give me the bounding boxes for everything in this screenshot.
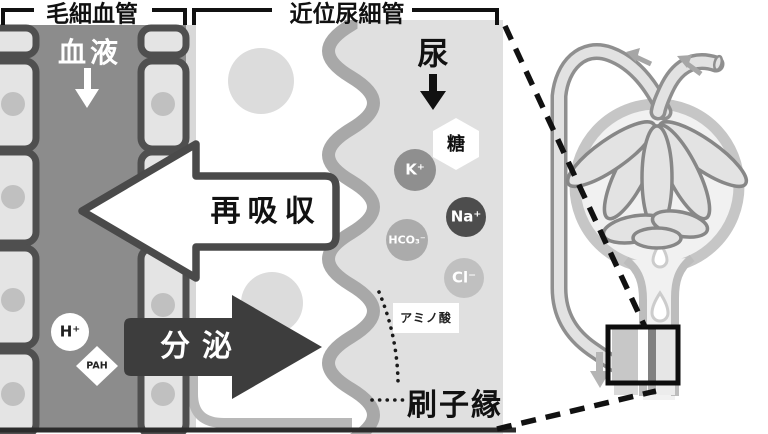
bicarbonate-label: HCO₃⁻ bbox=[388, 233, 426, 247]
brush-border-wave bbox=[322, 19, 380, 434]
capillary-wall-left-column bbox=[0, 24, 40, 434]
urine-label: 尿 bbox=[417, 36, 449, 73]
amino-acid-box bbox=[393, 303, 459, 333]
tubule-cell-boundary bbox=[188, 352, 352, 428]
proximal-tubule-label: 近位尿細管 bbox=[289, 1, 405, 28]
magnified-region-strips bbox=[612, 329, 676, 395]
reabsorption-arrow bbox=[78, 140, 340, 282]
peritubular-capillary-tube bbox=[550, 43, 673, 373]
cell-nucleus bbox=[151, 382, 175, 406]
potassium-circle bbox=[394, 149, 436, 191]
amino-acid-label: アミノ酸 bbox=[400, 311, 452, 325]
capillary-wall-cell bbox=[0, 24, 40, 59]
tubule-wall bbox=[671, 254, 695, 396]
secretion-label: 分泌 bbox=[160, 329, 244, 364]
capillary-flow-down-arrow bbox=[590, 352, 610, 388]
proton-label: H⁺ bbox=[59, 322, 81, 341]
blood-flow-down-arrow bbox=[75, 68, 99, 108]
cell-nucleus bbox=[1, 288, 25, 312]
bicarbonate-circle bbox=[386, 219, 428, 261]
brush-border-label: 刷子縁 bbox=[407, 388, 503, 423]
dashed-line-bottom bbox=[496, 388, 657, 432]
tubule-wall bbox=[623, 256, 647, 396]
sodium-label: Na⁺ bbox=[450, 207, 482, 226]
dashed-line-top bbox=[502, 24, 648, 329]
sugar-label: 糖 bbox=[447, 134, 465, 155]
capillary-wall-cell bbox=[137, 24, 190, 59]
nephron-overview bbox=[550, 43, 749, 400]
cell-nucleus bbox=[1, 382, 25, 406]
tubule-cell-nucleus bbox=[228, 48, 294, 114]
sodium-circle bbox=[446, 197, 486, 237]
filtrate-droplet bbox=[650, 240, 670, 323]
pah-label: PAH bbox=[86, 360, 108, 372]
potassium-label: K⁺ bbox=[405, 160, 425, 179]
cell-nucleus bbox=[1, 92, 25, 116]
cell-nucleus bbox=[1, 185, 25, 209]
proton-circle bbox=[51, 313, 89, 351]
capillary-bracket bbox=[1, 8, 187, 25]
capillary-label: 毛細血管 bbox=[46, 1, 138, 28]
blood-flow-direction-arrow bbox=[626, 48, 703, 77]
secretion-arrow bbox=[124, 295, 322, 399]
sugar-hexagon bbox=[433, 118, 479, 170]
glomerulus bbox=[565, 120, 749, 250]
blood-label: 血液 bbox=[57, 36, 123, 69]
proximal-tubule-bracket bbox=[192, 8, 499, 25]
afferent-arteriole-tube bbox=[649, 53, 725, 121]
magnification-dashed-lines bbox=[496, 24, 657, 432]
pah-diamond bbox=[76, 346, 118, 386]
cell-nucleus bbox=[151, 293, 175, 317]
brush-border-callout-dots bbox=[370, 290, 407, 402]
cell-nucleus bbox=[151, 92, 175, 116]
chloride-circle bbox=[444, 258, 484, 298]
urine-flow-down-arrow bbox=[420, 74, 446, 110]
reabsorption-label: 再吸収 bbox=[210, 194, 322, 229]
chloride-label: Cl⁻ bbox=[451, 268, 477, 287]
